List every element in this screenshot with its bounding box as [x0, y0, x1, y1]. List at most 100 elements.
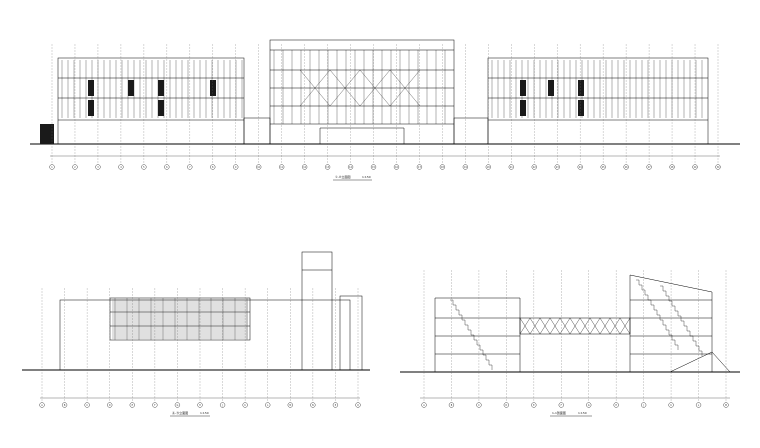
top-grid-axis-label: 6 — [166, 166, 168, 169]
top-grid-axis-label: 20 — [487, 166, 490, 169]
bl-grid-axis-label: J — [221, 404, 223, 407]
bottom-right-section-drawing — [400, 274, 740, 373]
top-grid-axis-label: 10 — [257, 166, 260, 169]
top-grid-axis-bubble — [141, 164, 147, 170]
top-grid-axis-bubble — [692, 164, 698, 170]
br-grid-axis-bubble — [723, 402, 729, 408]
truss-diagonal — [529, 317, 541, 335]
bl-grid-axis-label: Q — [357, 404, 359, 407]
bottom-left-elevation-louvers — [112, 298, 248, 340]
br-grid-axis-label: C — [478, 404, 480, 407]
bl-grid-axis-label: B — [64, 404, 66, 407]
top-grid-axis-label: 27 — [648, 166, 651, 169]
br-grid-axis-label: H — [615, 404, 617, 407]
bl-grid-axis-bubble — [84, 402, 90, 408]
br-grid-axis-label: J — [642, 404, 644, 407]
top-grid-axis-bubble — [623, 164, 629, 170]
br-grid-axis-bubble — [641, 402, 647, 408]
br-grid-axis-label: F — [561, 404, 563, 407]
bl-grid-axis-bubble — [287, 402, 293, 408]
top-grid-axis-label: 14 — [349, 166, 352, 169]
top-grid-axis-label: 3 — [97, 166, 99, 169]
facade-brace — [329, 69, 361, 107]
top-grid-axis-bubble — [187, 164, 193, 170]
bottom-left-elevation-scale: 1:150 — [200, 411, 209, 415]
top-grid-axis-label: 16 — [395, 166, 398, 169]
top-grid-axis-bubble — [164, 164, 170, 170]
truss-diagonal — [579, 317, 591, 335]
bl-grid-axis-label: L — [267, 404, 269, 407]
section-bridge-truss — [519, 317, 631, 335]
top-grid-axis-label: 19 — [464, 166, 467, 169]
top-grid-axis-bubble — [416, 164, 423, 170]
bl-grid-axis-label: G — [177, 404, 179, 407]
bl-grid-axis-label: K — [244, 404, 246, 407]
bl-grid-axis-bubble — [310, 402, 316, 408]
facade-brace — [359, 69, 391, 107]
bl-grid-axis-label: P — [335, 404, 337, 407]
bl-grid-axis-label: D — [109, 404, 111, 407]
br-grid-axis-bubble — [613, 402, 619, 408]
br-grid-axis-label: G — [588, 404, 590, 407]
stairwell-opening — [520, 80, 526, 96]
top-grid-axis-bubble — [669, 164, 675, 170]
top-grid-axis-label: 30 — [717, 166, 720, 169]
br-grid-axis-label: E — [533, 404, 535, 407]
top-grid-axis-label: 11 — [280, 166, 283, 169]
top-grid-axis-label: 8 — [212, 166, 214, 169]
top-grid-axis-bubble — [439, 164, 445, 170]
top-grid-axis-label: 17 — [418, 166, 421, 169]
truss-diagonal — [619, 317, 631, 335]
bl-grid-axis-label: F — [154, 404, 156, 407]
top-grid-axis-bubble — [485, 164, 491, 170]
top-grid-axis-bubble — [302, 164, 308, 170]
stairwell-opening — [158, 80, 164, 96]
stairwell-opening — [158, 100, 164, 116]
side-stair-block — [40, 124, 54, 144]
top-grid-axis-label: 2 — [74, 166, 76, 169]
top-grid-axis-bubble — [646, 164, 652, 170]
br-grid-axis-label: L — [698, 404, 700, 407]
stairwell-opening — [578, 80, 584, 96]
br-grid-axis-bubble — [668, 402, 674, 408]
bl-grid-axis-bubble — [355, 402, 361, 408]
br-grid-axis-bubble — [503, 402, 509, 408]
bl-grid-axis-label: E — [132, 404, 134, 407]
top-grid-axis-label: 12 — [303, 166, 306, 169]
top-grid-axis-bubble — [210, 164, 216, 170]
bl-grid-axis-bubble — [219, 402, 226, 408]
top-grid-axis-bubble — [508, 164, 514, 170]
top-grid-axis-label: 18 — [441, 166, 444, 169]
br-grid-axis-bubble — [531, 402, 537, 408]
truss-diagonal — [569, 317, 581, 335]
br-grid-axis-bubble — [421, 402, 427, 408]
top-grid-axis-label: 7 — [189, 166, 191, 169]
br-grid-axis-bubble — [448, 402, 455, 408]
bl-grid-axis-bubble — [242, 402, 248, 408]
top-grid-axis-bubble — [600, 164, 606, 170]
top-grid-axis-bubble — [118, 164, 124, 170]
br-grid-axis-bubble — [476, 402, 482, 408]
top-grid-axis-label: 23 — [556, 166, 559, 169]
top-grid-axis-bubble — [256, 164, 262, 170]
top-grid-axis-bubble — [72, 164, 78, 170]
br-grid-axis-label: A — [423, 404, 425, 407]
bottom-right-section-caption: 1-1剖面图 — [552, 410, 566, 415]
truss-diagonal — [559, 317, 571, 335]
top-grid-axis-label: 22 — [533, 166, 536, 169]
top-grid-axis-bubble — [554, 164, 560, 170]
top-elevation-drawing — [30, 39, 740, 145]
bottom-left-elevation-caption: Ⓐ-Ⓗ立面图 — [172, 410, 188, 415]
top-elevation-scale: 1:150 — [362, 175, 371, 179]
truss-diagonal — [549, 317, 561, 335]
bl-grid-axis-label: A — [41, 404, 43, 407]
truss-diagonal — [519, 317, 531, 335]
stair-flight — [636, 279, 679, 350]
top-grid-axis-bubble — [577, 164, 583, 170]
top-grid-axis-bubble — [325, 164, 331, 170]
stair-flight — [660, 285, 703, 356]
top-grid-axis-label: 25 — [602, 166, 605, 169]
